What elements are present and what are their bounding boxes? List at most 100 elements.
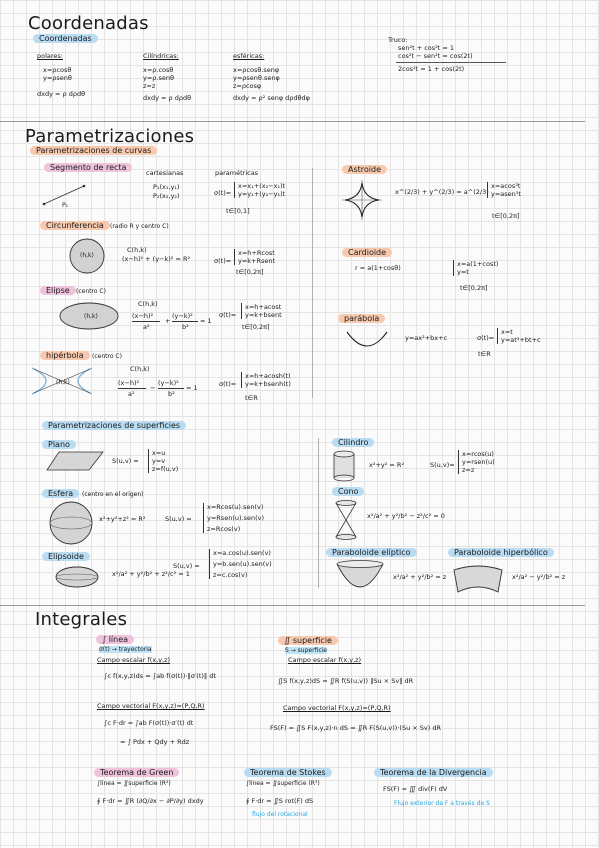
integral-superficie-sub: S → superficie bbox=[285, 647, 327, 655]
column-divider bbox=[312, 168, 313, 398]
hiperbola-note: (centro C) bbox=[92, 353, 122, 360]
parabola-range: t∈R bbox=[478, 350, 491, 358]
esfera-eq-z: z=Rcos(v) bbox=[207, 525, 241, 533]
elipse-eq-y: y=k+bsent bbox=[245, 311, 282, 319]
esfera-eq-x: x=Rcos(u).sen(v) bbox=[207, 503, 264, 511]
polares-heading: polares: bbox=[37, 52, 63, 60]
superficie-campo-escalar: Campo escalar f(x,y,z) bbox=[288, 656, 362, 664]
parabola-sigma: σ(t)= bbox=[477, 334, 495, 342]
astroide-system: x=acos³t y=asen³t bbox=[487, 182, 521, 198]
parabola-eq-x: x=t bbox=[501, 328, 513, 336]
esfera-eq: x²+y²+z² = R² bbox=[99, 515, 146, 523]
astroide-eq: x^(2/3) + y^(2/3) = a^(2/3) bbox=[395, 188, 489, 196]
stokes-tag: Teorema de Stokes bbox=[244, 768, 332, 777]
hyperbola-sketch bbox=[31, 367, 93, 395]
segmento-p2: P₂(x₂,y₂) bbox=[153, 192, 180, 200]
cilindricas-heading: Cilíndricas: bbox=[143, 52, 179, 60]
superficie-campo-vectorial: Campo vectorial F(x,y,z)=(P,Q,R) bbox=[283, 704, 391, 712]
truco-line-3: 2cos²t = 1 + cos(2t) bbox=[398, 65, 465, 73]
cono-eq: x²/a² + y²/b² − z²/c² = 0 bbox=[367, 512, 445, 520]
cilindro-tag: Cilindro bbox=[332, 438, 375, 447]
integrales-title: Integrales bbox=[35, 609, 128, 630]
plane-sketch bbox=[46, 451, 104, 471]
cilindro-eq-x: x=rcos(u) bbox=[462, 450, 494, 458]
hyperbolic-paraboloid-sketch bbox=[453, 565, 503, 593]
truco-line-1: sen²t + cos²t = 1 bbox=[398, 44, 455, 52]
elipse-eq-den-a: a² bbox=[143, 323, 150, 331]
cilindro-eq-y: y=rsen(u) bbox=[462, 458, 495, 466]
circunferencia-center: (h,k) bbox=[80, 252, 94, 259]
segmento-p1-label: P₁ bbox=[62, 202, 69, 209]
parabola-system: x=t y=at²+bt+c bbox=[497, 328, 541, 344]
superficie-vectorial-formula: FS(F) = ∬S F(x,y,z)·n dS = ∬R F(S(u,v))·… bbox=[270, 724, 441, 732]
elipsoide-eq-z: z=c.cos(v) bbox=[213, 571, 248, 579]
paraboloide-hiperbolico-eq: x²/a² − y²/b² = z bbox=[512, 573, 566, 581]
astroide-eq-x: x=acos³t bbox=[491, 182, 521, 190]
cilindricas-jacobian: dxdy = ρ dρdθ bbox=[143, 94, 192, 102]
cone-sketch bbox=[335, 500, 357, 540]
circunferencia-range: t∈[0,2π] bbox=[236, 268, 264, 276]
elipse-sigma: σ(t)= bbox=[219, 311, 237, 319]
hiperbola-range: t∈R bbox=[245, 394, 258, 402]
integral-superficie-tag: ∬ superficie bbox=[278, 636, 338, 645]
parabola-sketch bbox=[346, 331, 388, 347]
cilindricas-z: z=z bbox=[143, 82, 156, 90]
plano-eq-z: z=f(u,v) bbox=[152, 465, 179, 473]
hiperbola-eq-den-b: b² bbox=[168, 390, 175, 398]
esfericas-heading: esféricas: bbox=[233, 52, 265, 60]
cardioide-eq-y: y=t bbox=[457, 268, 469, 276]
astroide-eq-y: y=asen³t bbox=[491, 190, 521, 198]
esfera-note: (centro en el origen) bbox=[82, 491, 144, 498]
hiperbola-tag: hipérbola bbox=[40, 351, 90, 360]
elipse-eq-num-b: (y−k)² bbox=[172, 312, 193, 320]
paraboloide-hiperbolico-tag: Paraboloide hiperbólico bbox=[448, 548, 554, 557]
coordenadas-tag: Coordenadas bbox=[33, 34, 98, 43]
esfericas-block: esféricas: x=ρcosθ.senφ y=ρsenθ.senφ z=ρ… bbox=[233, 52, 310, 102]
cardioide-tag: Cardioide bbox=[342, 248, 393, 257]
green-sub: ∫línea = ∬superficie (R²) bbox=[97, 780, 171, 787]
sphere-sketch bbox=[49, 501, 93, 545]
coordenadas-title: Coordenadas bbox=[28, 13, 149, 34]
plano-tag: Plano bbox=[42, 440, 76, 449]
segmento-p1: P₁(x₁,y₁) bbox=[153, 183, 180, 191]
hiperbola-fraction-bar-b bbox=[158, 388, 184, 389]
circunferencia-tag: Circunferencia bbox=[40, 221, 110, 230]
hiperbola-eq-x: x=h+acosh(t) bbox=[245, 372, 291, 380]
linea-vectorial-formula: ∫c F·dr = ∫ab F(σ(t))·σ′(t) dt bbox=[104, 719, 194, 727]
hiperbola-fraction-bar-a bbox=[118, 388, 146, 389]
curvas-tag: Parametrizaciones de curvas bbox=[30, 146, 158, 155]
segmento-system: x=x₁+(x₂−x₁)t y=y₁+(y₂−y₁)t bbox=[234, 182, 285, 198]
linea-campo-escalar: Campo escalar f(x,y,z) bbox=[97, 656, 171, 664]
elipse-eq-num-a: (x−h)² bbox=[132, 312, 154, 320]
plano-sigma: S(u,v) = bbox=[112, 457, 139, 465]
segment-sketch bbox=[42, 184, 86, 206]
elliptic-paraboloid-sketch bbox=[336, 560, 384, 588]
elipsoide-system: x=a.cos(u).sen(v) y=b.sen(u).sen(v) z=c.… bbox=[209, 549, 272, 579]
truco-line-2: cos²t − sen²t = cos(2t) bbox=[398, 52, 473, 60]
hiperbola-sigma: σ(t)= bbox=[219, 380, 237, 388]
section-divider-2 bbox=[0, 605, 585, 606]
divergencia-formula: FS(F) = ∭ div(F) dV bbox=[383, 785, 448, 793]
circunferencia-eq-y: y=k+Rsent bbox=[238, 257, 276, 265]
cilindro-eq: x²+y² = R² bbox=[369, 461, 405, 469]
plano-eq-y: y=v bbox=[152, 457, 166, 465]
divergencia-note: Flujo exterior de F a través de S bbox=[394, 800, 490, 807]
cilindricas-block: Cilíndricas: x=ρ.cosθ y=ρ.senθ z=z dxdy … bbox=[143, 52, 191, 102]
cardioide-system: x=a(1+cost) y=t bbox=[453, 260, 498, 276]
cilindro-sigma: S(u,v)= bbox=[430, 461, 455, 469]
column-divider-2 bbox=[318, 438, 319, 588]
elipse-c: C(h,k) bbox=[138, 300, 158, 308]
astroide-tag: Astroide bbox=[342, 165, 388, 174]
linea-campo-vectorial: Campo vectorial F(x,y,z)=(P,Q,R) bbox=[97, 702, 205, 710]
cardioide-range: t∈[0,2π] bbox=[460, 284, 488, 292]
elipse-fraction-bar-b bbox=[172, 321, 198, 322]
section-divider bbox=[0, 121, 585, 122]
elipse-eq-den-b: b² bbox=[182, 323, 189, 331]
astroide-range: t∈[0,2π] bbox=[492, 212, 520, 220]
paraboloide-eliptico-tag: Paraboloide elíptico bbox=[326, 548, 417, 557]
esfericas-x: x=ρcosθ.senφ bbox=[233, 66, 280, 74]
astroid-sketch bbox=[342, 180, 382, 220]
cilindro-eq-z: z=z bbox=[462, 466, 475, 474]
linea-escalar-formula: ∫c f(x,y,z)ds = ∫ab f(σ(t))·‖σ′(t)‖ dt bbox=[104, 672, 216, 680]
circunferencia-system: x=h+Rcost y=k+Rsent bbox=[234, 249, 275, 265]
